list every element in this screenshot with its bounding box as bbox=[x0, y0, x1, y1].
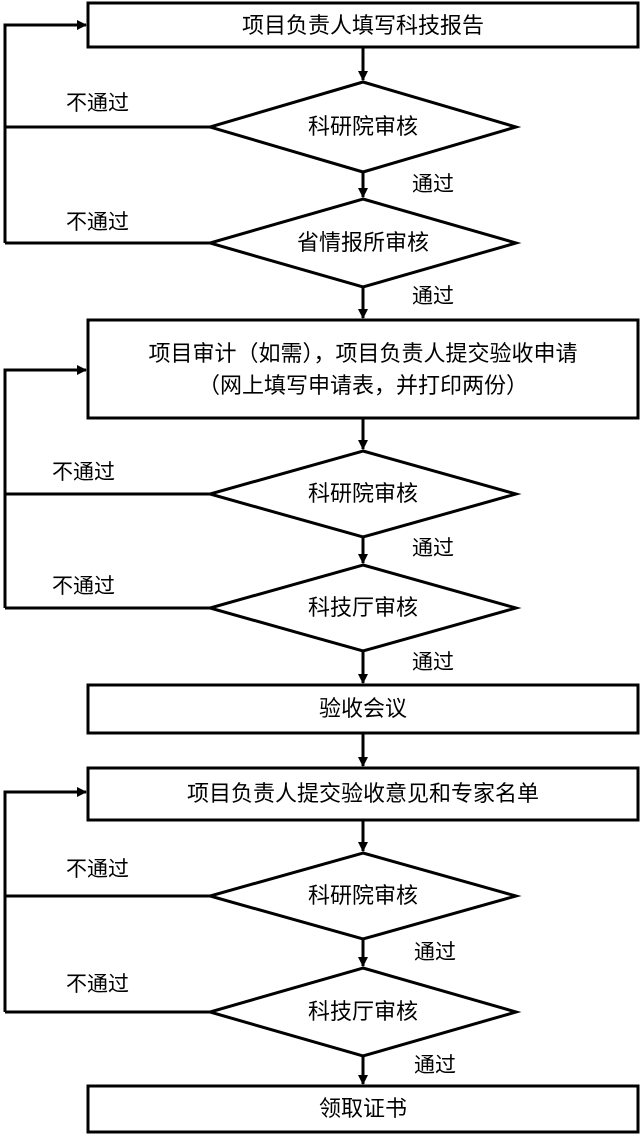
edge-label-pass-2: 通过 bbox=[412, 284, 454, 308]
fail-loop-return-2 bbox=[3, 365, 87, 608]
decision-label-dept-review-1: 科技厅审核 bbox=[308, 596, 418, 621]
edge-label-fail-1: 不通过 bbox=[66, 91, 129, 115]
fail-loop-return-1 bbox=[3, 20, 87, 243]
fail-loop-return-3 bbox=[3, 787, 87, 1012]
edge-label-pass-4: 通过 bbox=[412, 650, 454, 674]
process-label-receive-certificate: 领取证书 bbox=[319, 1097, 407, 1122]
decision-label-research-review-3: 科研院审核 bbox=[308, 884, 418, 909]
decision-label-dept-review-2: 科技厅审核 bbox=[308, 1000, 418, 1025]
process-label-submit-opinions: 项目负责人提交验收意见和专家名单 bbox=[187, 782, 539, 807]
edge-label-fail-6: 不通过 bbox=[66, 972, 129, 996]
edge-label-pass-5: 通过 bbox=[414, 940, 456, 964]
process-label-audit-apply-line2: （网上填写申请表，并打印两份） bbox=[198, 374, 528, 399]
decision-label-research-review-1: 科研院审核 bbox=[308, 115, 418, 140]
process-box-receive-certificate bbox=[86, 1084, 640, 1134]
edge-label-pass-1: 通过 bbox=[412, 172, 454, 196]
process-label-fill-report: 项目负责人填写科技报告 bbox=[242, 14, 484, 39]
edge-label-fail-2: 不通过 bbox=[66, 210, 129, 234]
edge-label-pass-6: 通过 bbox=[414, 1053, 456, 1077]
edge-label-fail-5: 不通过 bbox=[66, 857, 129, 881]
process-label-acceptance-meeting: 验收会议 bbox=[319, 697, 407, 722]
edge-label-fail-3: 不通过 bbox=[52, 460, 115, 484]
edge-label-pass-3: 通过 bbox=[412, 536, 454, 560]
process-label-audit-apply-line1: 项目审计（如需），项目负责人提交验收申请 bbox=[148, 342, 577, 367]
process-box-audit-apply bbox=[86, 318, 640, 420]
decision-label-research-review-2: 科研院审核 bbox=[308, 482, 418, 507]
edge-label-fail-4: 不通过 bbox=[52, 574, 115, 598]
process-box-submit-opinions bbox=[86, 766, 640, 822]
process-box-fill-report bbox=[86, 1, 640, 49]
decision-label-provincial-info-review: 省情报所审核 bbox=[297, 231, 429, 256]
